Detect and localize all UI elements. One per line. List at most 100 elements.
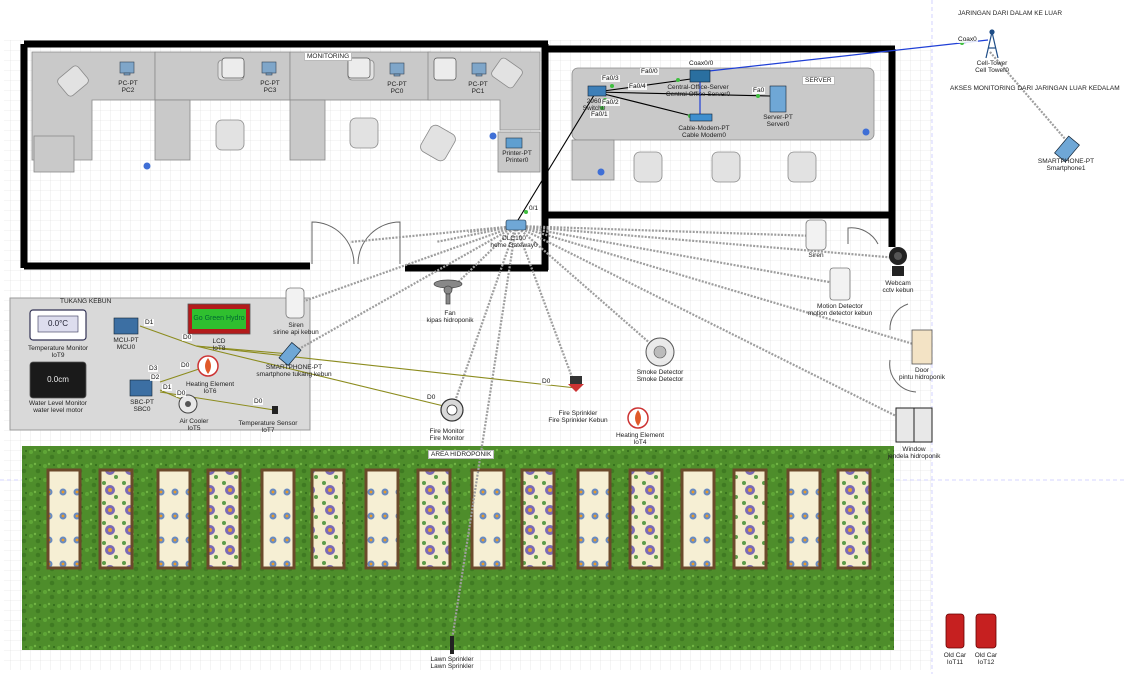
port-mcu-d0: D0 [182, 334, 193, 341]
office-doors [311, 221, 917, 393]
planting-bed [206, 468, 242, 570]
wireless-link [447, 225, 517, 293]
temp-sensor-icon[interactable] [272, 406, 278, 414]
central-office-icon[interactable] [689, 69, 711, 83]
smoke-detector-icon[interactable] [645, 337, 675, 367]
pc-icons[interactable] [119, 61, 487, 77]
port-sbc-d0: D0 [176, 390, 187, 397]
heating6-icon[interactable] [197, 355, 219, 377]
smartphone-kebun-icon[interactable] [278, 341, 302, 367]
port-fa0-3: Fa0/3 [601, 75, 620, 82]
motion-detector-icon[interactable] [829, 267, 851, 301]
cable-modem-icon[interactable] [689, 113, 713, 122]
server-icon[interactable] [769, 85, 787, 113]
port-fa0-1: Fa0/1 [590, 111, 609, 118]
planting-bed [310, 468, 346, 570]
planting-bed [470, 468, 506, 570]
zone-area-hidroponik: AREA HIDROPONIK [428, 450, 495, 459]
webcam-icon[interactable] [889, 247, 907, 276]
port-d2: D2 [150, 374, 161, 381]
wireless-link [450, 225, 518, 411]
wireless-link [515, 224, 899, 260]
port-fa0-4: Fa0/4 [628, 83, 647, 90]
mcu-icon[interactable] [113, 317, 139, 335]
planting-bed [786, 468, 822, 570]
temp-monitor-icon[interactable] [29, 309, 87, 341]
planting-bed [520, 468, 556, 570]
building-walls [20, 40, 896, 272]
port-temp-d0: D0 [253, 398, 264, 405]
wireless-link [295, 224, 517, 306]
zone-server: SERVER [802, 76, 835, 85]
planting-bed [364, 468, 400, 570]
home-gateway-icon[interactable] [505, 219, 527, 231]
printer-icon[interactable] [505, 137, 523, 149]
planting-bed [836, 468, 872, 570]
temp-monitor-screen: 0.0°C [47, 319, 69, 328]
planting-bed [732, 468, 768, 570]
wireless-link [515, 224, 817, 238]
port-sbc-d1: D1 [162, 384, 173, 391]
fan-icon[interactable] [433, 279, 463, 305]
office-chairs [57, 57, 817, 183]
port-fire-d0: D0 [426, 394, 437, 401]
lawn-sprinkler-icon[interactable] [450, 636, 454, 654]
sbc-icon[interactable] [129, 379, 153, 397]
cell-tower-icon[interactable] [985, 29, 999, 59]
info-icons[interactable] [143, 128, 870, 176]
zone-monitoring: MONITORING [304, 52, 353, 61]
port-gw-0-1: 0/1 [528, 205, 540, 212]
planting-bed [628, 468, 664, 570]
port-fa0: Fa0 [752, 87, 766, 94]
wireless-links [289, 224, 921, 641]
note-network-out: JARINGAN DARI DALAM KE LUAR [958, 10, 1063, 17]
planting-bed [98, 468, 134, 570]
lcd-icon[interactable] [187, 303, 251, 335]
wireless-link [515, 224, 841, 286]
wireless-link [289, 225, 517, 355]
water-monitor-screen: 0.0cm [47, 375, 69, 384]
fire-sprinkler-icon[interactable] [568, 376, 584, 392]
cell-wireless-link [989, 51, 1067, 141]
heating4-icon[interactable] [627, 407, 649, 429]
fire-monitor-icon[interactable] [440, 398, 464, 422]
wireless-link [515, 225, 913, 425]
water-monitor-icon[interactable] [29, 361, 87, 399]
air-cooler-icon[interactable] [178, 394, 198, 414]
wireless-link [515, 224, 921, 348]
smartphone1-icon[interactable] [1054, 135, 1080, 163]
desk-appliances [221, 57, 457, 81]
planting-bed [576, 468, 612, 570]
planting-bed [416, 468, 452, 570]
switch-icon[interactable] [587, 85, 607, 97]
window-icon[interactable] [895, 407, 933, 443]
port-mcu-d1: D1 [144, 319, 155, 326]
siren-icon[interactable] [805, 219, 827, 251]
old-car-icons[interactable] [945, 613, 997, 649]
port-fa0-0: Fa0/0 [640, 68, 659, 75]
door-icon[interactable] [911, 329, 933, 365]
siren-kebun-icon[interactable] [285, 287, 305, 319]
